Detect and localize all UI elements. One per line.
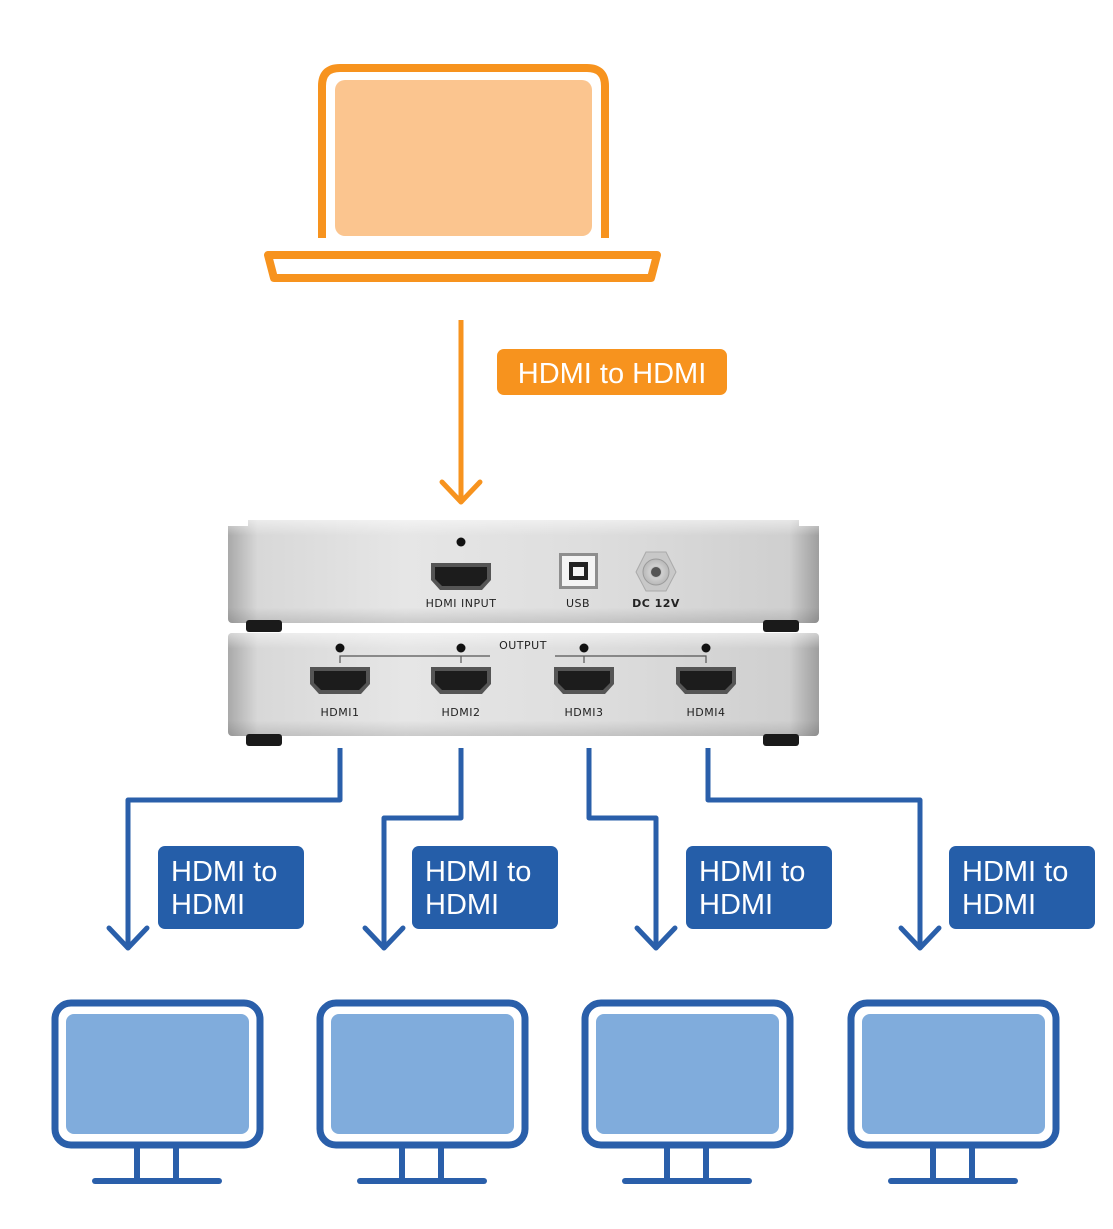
laptop-icon	[264, 64, 661, 282]
output-label: OUTPUT	[499, 639, 547, 652]
hdmi-input-label: HDMI INPUT	[426, 597, 497, 610]
output-cable-2	[362, 748, 464, 951]
monitor-icon-4	[847, 999, 1060, 1184]
output-cable-label-3-line2: HDMI	[699, 889, 773, 921]
hdmi2-port: HDMI2	[431, 643, 491, 719]
monitor-icon-3	[581, 999, 794, 1184]
hdmi-input-port: HDMI INPUT	[426, 537, 497, 610]
usb-label: USB	[566, 597, 590, 610]
monitor-icon-2	[316, 999, 529, 1184]
output-cable-label-1-line1: HDMI to	[171, 856, 277, 888]
output-cable-3	[586, 748, 678, 951]
output-cable-label-4-line2: HDMI	[962, 889, 1036, 921]
output-cable-1	[106, 748, 343, 951]
output-cable-badge-1: HDMI to HDMI	[158, 846, 304, 929]
usb-port: USB	[559, 553, 598, 610]
output-cable-badge-4: HDMI to HDMI	[949, 846, 1095, 929]
output-cable-label-4-line1: HDMI to	[962, 856, 1068, 888]
output-cable-badge-2: HDMI to HDMI	[412, 846, 558, 929]
hdmi4-label: HDMI4	[687, 706, 726, 719]
hdmi4-port: HDMI4	[676, 643, 736, 719]
input-cable-arrow	[439, 320, 483, 505]
splitter-bottom-panel: OUTPUT HDMI1 HDMI2 HDMI3	[228, 633, 819, 746]
output-cable-label-2-line1: HDMI to	[425, 856, 531, 888]
dc-label: DC 12V	[632, 597, 680, 610]
output-cable-label-2-line2: HDMI	[425, 889, 499, 921]
splitter-top-panel: HDMI INPUT USB DC 12V	[228, 520, 819, 632]
input-cable-label: HDMI to HDMI	[518, 358, 707, 390]
output-cable-label-3-line1: HDMI to	[699, 856, 805, 888]
monitor-icon-1	[51, 999, 264, 1184]
hdmi1-port: HDMI1	[310, 643, 370, 719]
hdmi3-label: HDMI3	[565, 706, 604, 719]
output-cable-label-1-line2: HDMI	[171, 889, 245, 921]
dc-power-jack: DC 12V	[632, 551, 680, 610]
output-cable-badge-3: HDMI to HDMI	[686, 846, 832, 929]
input-cable-badge: HDMI to HDMI	[497, 349, 727, 395]
hdmi1-label: HDMI1	[321, 706, 360, 719]
hdmi3-port: HDMI3	[554, 643, 614, 719]
hdmi2-label: HDMI2	[442, 706, 481, 719]
output-cable-4	[705, 748, 942, 951]
output-bracket-line	[339, 655, 707, 663]
